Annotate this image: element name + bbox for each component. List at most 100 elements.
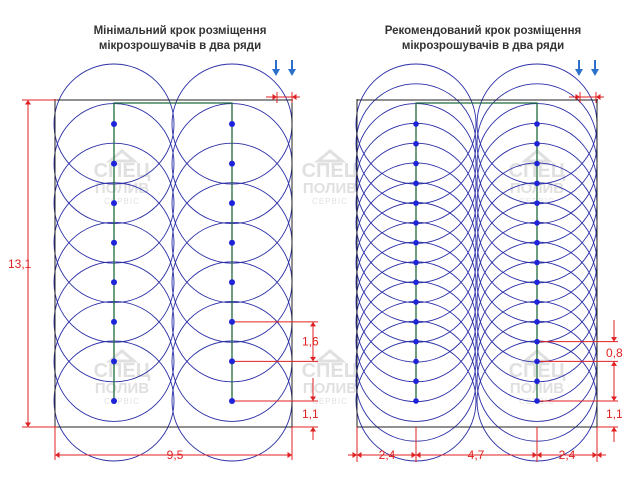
- emitter-right-0: [413, 121, 419, 127]
- right-bottom-arrow-l-3: [597, 452, 602, 458]
- right-feed-arrow-2-head: [591, 69, 599, 76]
- left-width-dim-label: 9,5: [167, 448, 184, 462]
- emitter-right-0: [413, 200, 419, 206]
- emitter-right-1: [534, 338, 540, 345]
- left-top-gap-arrow-b: [292, 94, 297, 100]
- left-drip-pipe: [113, 102, 233, 401]
- watermark-line1: СПЕЦ: [94, 160, 151, 182]
- right-bottom-arrow-r-1: [411, 452, 416, 458]
- emitter-right-1: [534, 358, 540, 365]
- emitter-right-0: [413, 160, 419, 167]
- emitter-right-1: [534, 378, 540, 385]
- right-edge-arrow-top: [611, 396, 617, 401]
- watermark-house-icon: [313, 149, 347, 163]
- watermark-house-icon: [313, 349, 347, 363]
- emitter-left-0: [111, 398, 117, 404]
- left-step-dim-arrow-bottom: [310, 356, 316, 362]
- right-edge-arrow-bottom: [611, 427, 617, 432]
- emitter-left-0: [111, 160, 117, 167]
- emitter-left-1: [229, 239, 235, 246]
- emitter-left-1: [229, 121, 235, 127]
- right-drip-pipe: [415, 102, 538, 401]
- right-step-arrow-top: [611, 337, 617, 342]
- right-bottom-arrow-r-3: [592, 452, 597, 458]
- left-edge-arrow-top: [310, 396, 316, 401]
- left-top-gap-arrow-a: [272, 94, 277, 100]
- emitter-right-1: [534, 180, 540, 187]
- left-width-dim-arrow-left: [55, 452, 60, 458]
- emitter-right-0: [413, 378, 419, 385]
- watermark-line1: СПЕЦ: [302, 160, 359, 182]
- emitter-left-1: [229, 160, 235, 167]
- emitter-right-0: [413, 239, 419, 246]
- emitter-right-0: [413, 180, 419, 187]
- emitter-left-1: [229, 318, 235, 325]
- emitter-right-0: [413, 319, 419, 325]
- right-dim-right-label: 2,4: [559, 448, 576, 462]
- emitter-left-1: [229, 358, 235, 365]
- watermark-line2: ПОЛИВ: [303, 180, 357, 197]
- emitter-left-0: [111, 318, 117, 325]
- emitter-right-1: [534, 121, 540, 127]
- watermark-line2: ПОЛИВ: [95, 380, 149, 397]
- bed-and-pipes: [54, 99, 598, 428]
- left-title-line1: Мінімальний крок розміщення: [93, 25, 267, 37]
- right-bottom-arrow-l-0: [357, 452, 362, 458]
- emitter-right-1: [534, 299, 540, 305]
- emitter-right-1: [534, 140, 540, 147]
- right-top-gap-arrow-b: [596, 94, 601, 100]
- right-dim-left-label: 2,4: [379, 448, 396, 462]
- watermark-line2: ПОЛИВ: [303, 380, 357, 397]
- emitter-right-1: [534, 239, 540, 246]
- right-feed-arrow-1-head: [575, 69, 583, 76]
- emitter-left-0: [111, 200, 117, 207]
- emitter-right-1: [534, 398, 540, 404]
- emitter-right-1: [534, 259, 540, 266]
- emitter-left-1: [229, 279, 235, 286]
- emitter-right-0: [413, 279, 419, 286]
- watermark-line3: СЕРВІС: [312, 197, 348, 206]
- left-height-dim-arrow-bottom: [25, 422, 31, 427]
- right-edge-dim-label: 1,1: [606, 407, 623, 421]
- left-title: Мінімальний крок розміщення мікрозрошува…: [50, 24, 310, 54]
- emitter-left-0: [111, 121, 117, 127]
- left-bed-outline: [54, 99, 293, 428]
- left-step-dim-arrow-top: [310, 321, 316, 327]
- left-width-dim-arrow-right: [287, 452, 292, 458]
- emitter-right-1: [534, 220, 540, 226]
- right-top-gap-arrow-a: [575, 94, 580, 100]
- emitter-right-1: [534, 279, 540, 286]
- right-bottom-arrow-l-2: [537, 452, 542, 458]
- right-dim-middle-label: 4,7: [468, 448, 485, 462]
- watermark-line3: СЕРВІС: [104, 397, 140, 406]
- emitter-left-0: [111, 358, 117, 365]
- right-title-line2: мікрозрошувачів в два ряди: [401, 40, 565, 52]
- emitter-right-1: [534, 160, 540, 167]
- watermark-house-icon: [105, 149, 139, 163]
- left-step-dim-label: 1,6: [302, 335, 319, 349]
- right-title-line1: Рекомендований крок розміщення: [384, 25, 582, 37]
- watermark-house-icon: [105, 349, 139, 363]
- left-feed-arrow-1-head: [272, 69, 280, 76]
- right-bottom-arrow-l-1: [416, 452, 421, 458]
- right-bed-outline: [356, 99, 598, 428]
- emitter-right-0: [413, 358, 419, 365]
- watermark-line1: СПЕЦ: [94, 360, 151, 382]
- emitter-left-1: [229, 200, 235, 207]
- watermark-line3: СЕРВІС: [312, 397, 348, 406]
- emitter-right-1: [534, 200, 540, 206]
- emitters: [111, 121, 540, 404]
- emitter-left-1: [229, 398, 235, 404]
- emitter-right-0: [413, 299, 419, 305]
- emitter-right-0: [413, 140, 419, 147]
- left-title-line2: мікрозрошувачів в два ряди: [98, 40, 262, 52]
- right-step-arrow-bottom: [611, 361, 617, 366]
- right-title: Рекомендований крок розміщення мікрозрош…: [353, 24, 613, 54]
- emitter-left-0: [111, 239, 117, 246]
- emitter-right-0: [413, 338, 419, 345]
- left-height-dim-label: 13,1: [8, 257, 32, 271]
